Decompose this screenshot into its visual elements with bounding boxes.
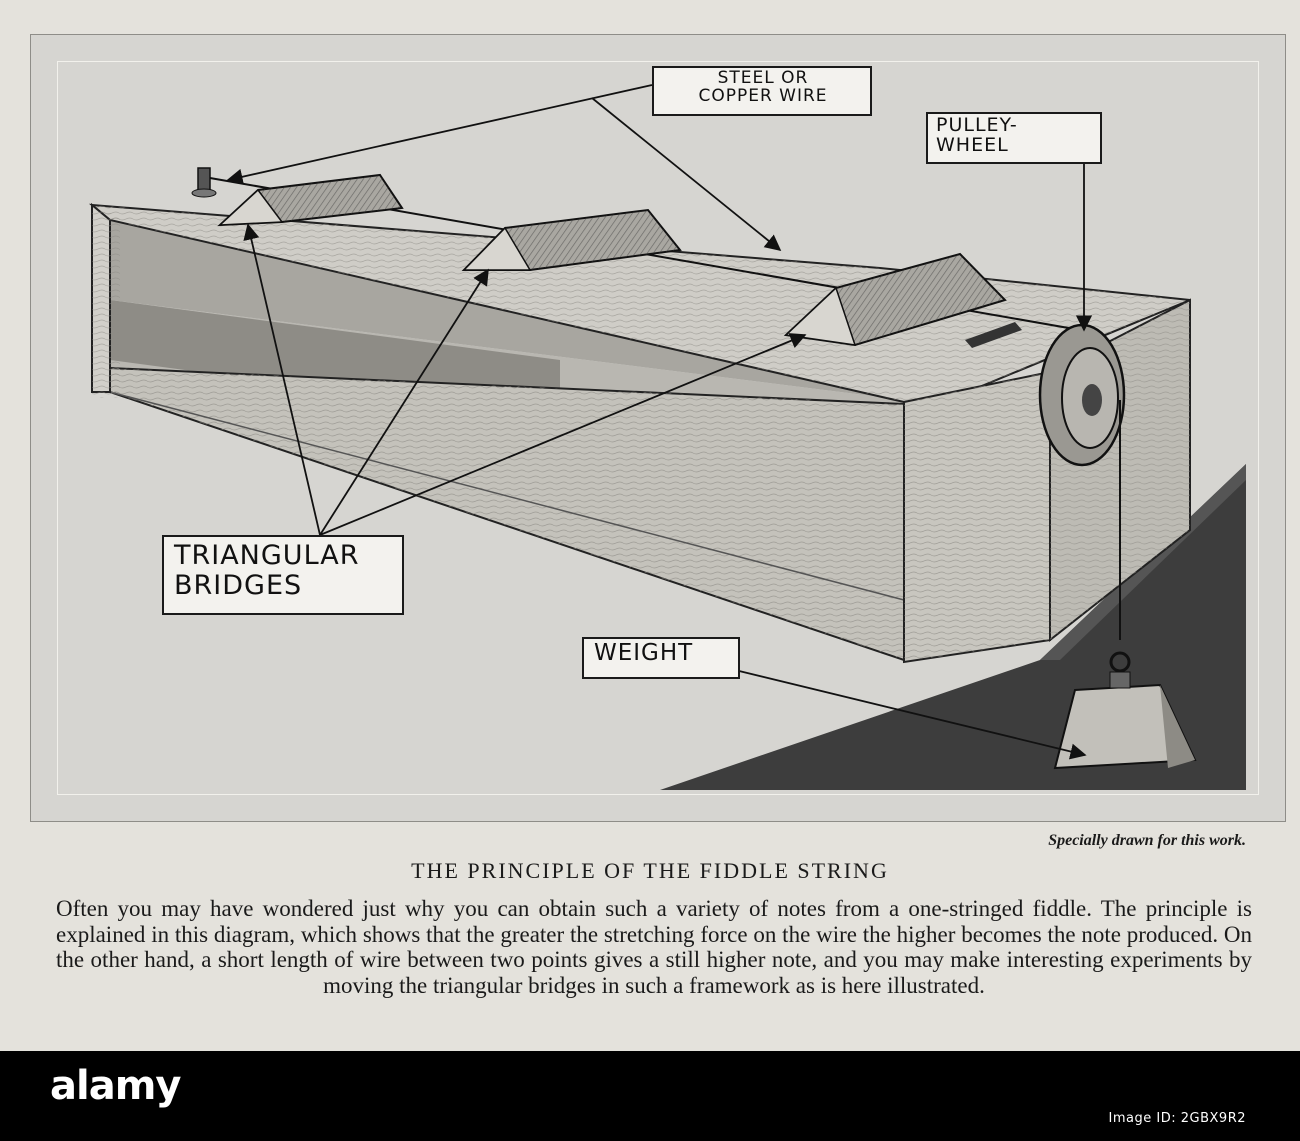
top-slot xyxy=(965,322,1022,348)
wire-peg xyxy=(197,167,211,193)
plate-inner-border xyxy=(57,61,1259,795)
box-top-grain xyxy=(92,205,1190,402)
footer-bar: alamy Image ID: 2GBX9R2 xyxy=(0,1051,1300,1141)
label-steel-copper-wire: STEEL OR COPPER WIRE xyxy=(652,66,872,116)
label-weight: WEIGHT xyxy=(582,637,740,679)
label-pulley-wheel: PULLEY- WHEEL xyxy=(926,112,1102,164)
figure-credit: Specially drawn for this work. xyxy=(1048,832,1246,849)
brand-logo: alamy xyxy=(50,1063,181,1109)
box-right-end-grain xyxy=(904,372,1050,662)
wire-peg-base xyxy=(191,188,217,198)
caption-text: Often you may have wondered just why you… xyxy=(56,896,1252,998)
image-id: Image ID: 2GBX9R2 xyxy=(1108,1111,1246,1126)
weight-hook xyxy=(1109,651,1131,673)
caption-title: THE PRINCIPLE OF THE FIDDLE STRING xyxy=(411,858,889,883)
label-triangular-bridges: TRIANGULAR BRIDGES xyxy=(162,535,404,615)
box-front-grain xyxy=(110,368,904,660)
box-left-end-face xyxy=(92,210,120,398)
